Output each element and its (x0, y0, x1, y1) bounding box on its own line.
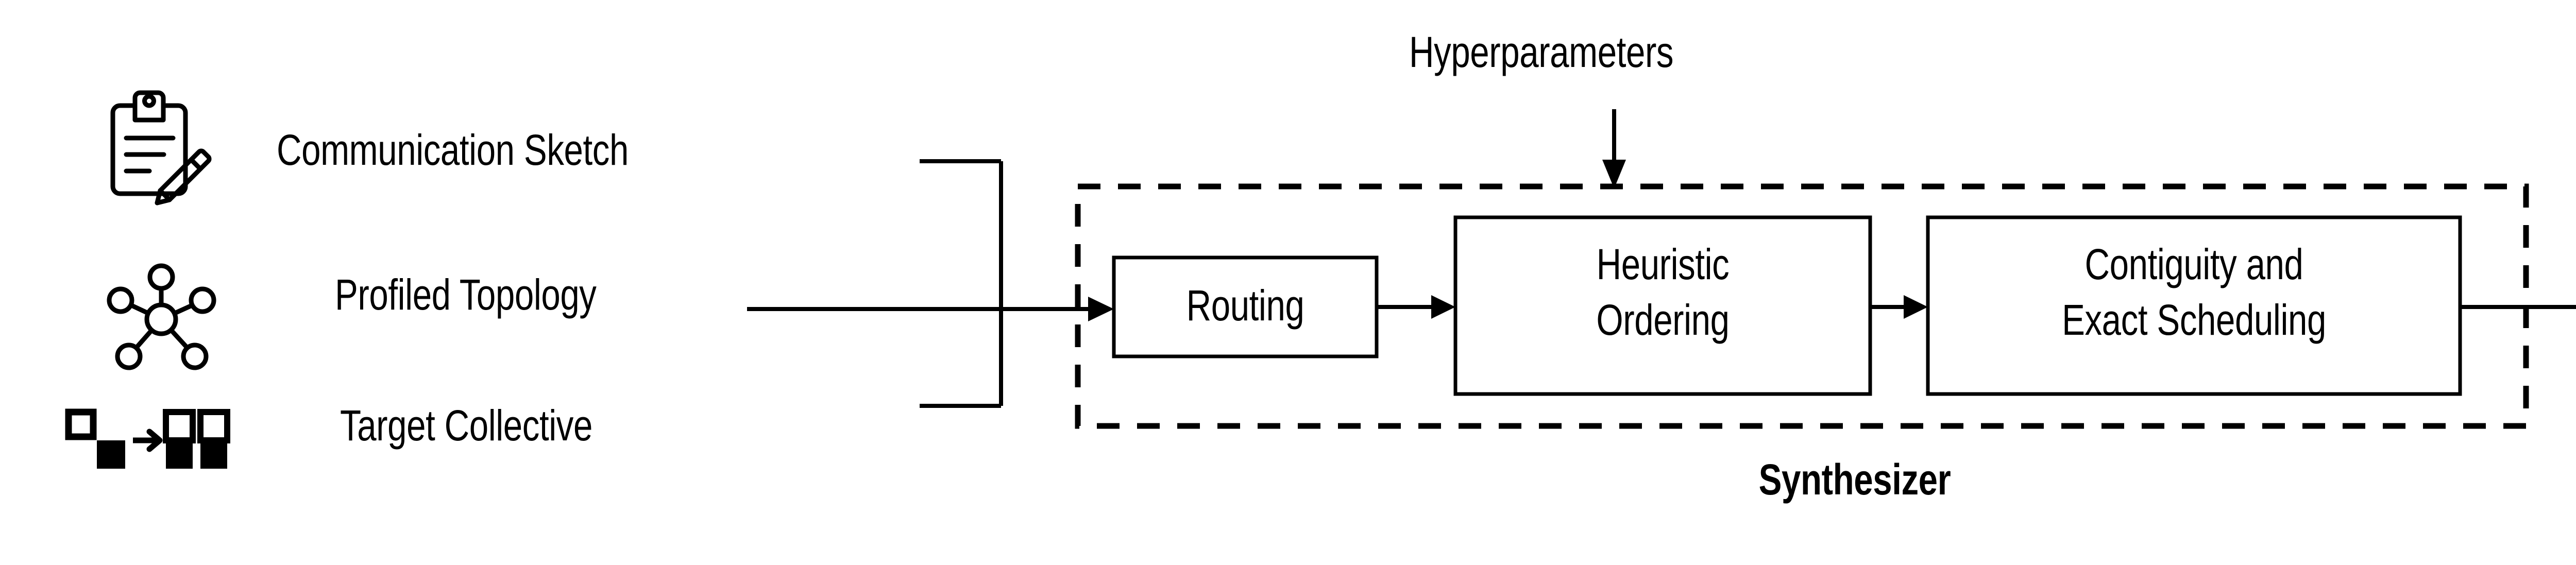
arrow-routing-to-heuristic-ordering (1377, 295, 1455, 319)
arrow-synthesizer-to-backend (2460, 305, 2576, 309)
arrow-inputs-to-routing (747, 297, 1114, 321)
star-topology-icon (107, 263, 216, 370)
contiguity-exact-scheduling-box[interactable] (1926, 215, 2462, 396)
input-label-profiled-topology: Profiled Topology (335, 270, 597, 319)
heuristic-ordering-label-line2: Ordering (1596, 296, 1730, 344)
input-label-communication-sketch: Communication Sketch (277, 126, 629, 174)
contiguity-exact-scheduling-label-line1: Contiguity and (2084, 240, 2303, 288)
arrow-hyperparameters (1602, 109, 1626, 189)
routing-box-label: Routing (1186, 281, 1304, 330)
clipboard-pencil-icon (110, 90, 212, 206)
target-collective-icon (65, 408, 230, 469)
input-bracket-connector (920, 159, 1003, 408)
hyperparameters-label: Hyperparameters (1409, 28, 1674, 76)
contiguity-exact-scheduling-label-line2: Exact Scheduling (2062, 296, 2326, 344)
arrow-heuristic-ordering-to-contiguity (1870, 295, 1928, 319)
synthesizer-group-label: Synthesizer (1758, 455, 1951, 504)
heuristic-ordering-label-line1: Heuristic (1596, 240, 1730, 288)
input-label-target-collective: Target Collective (340, 401, 592, 450)
